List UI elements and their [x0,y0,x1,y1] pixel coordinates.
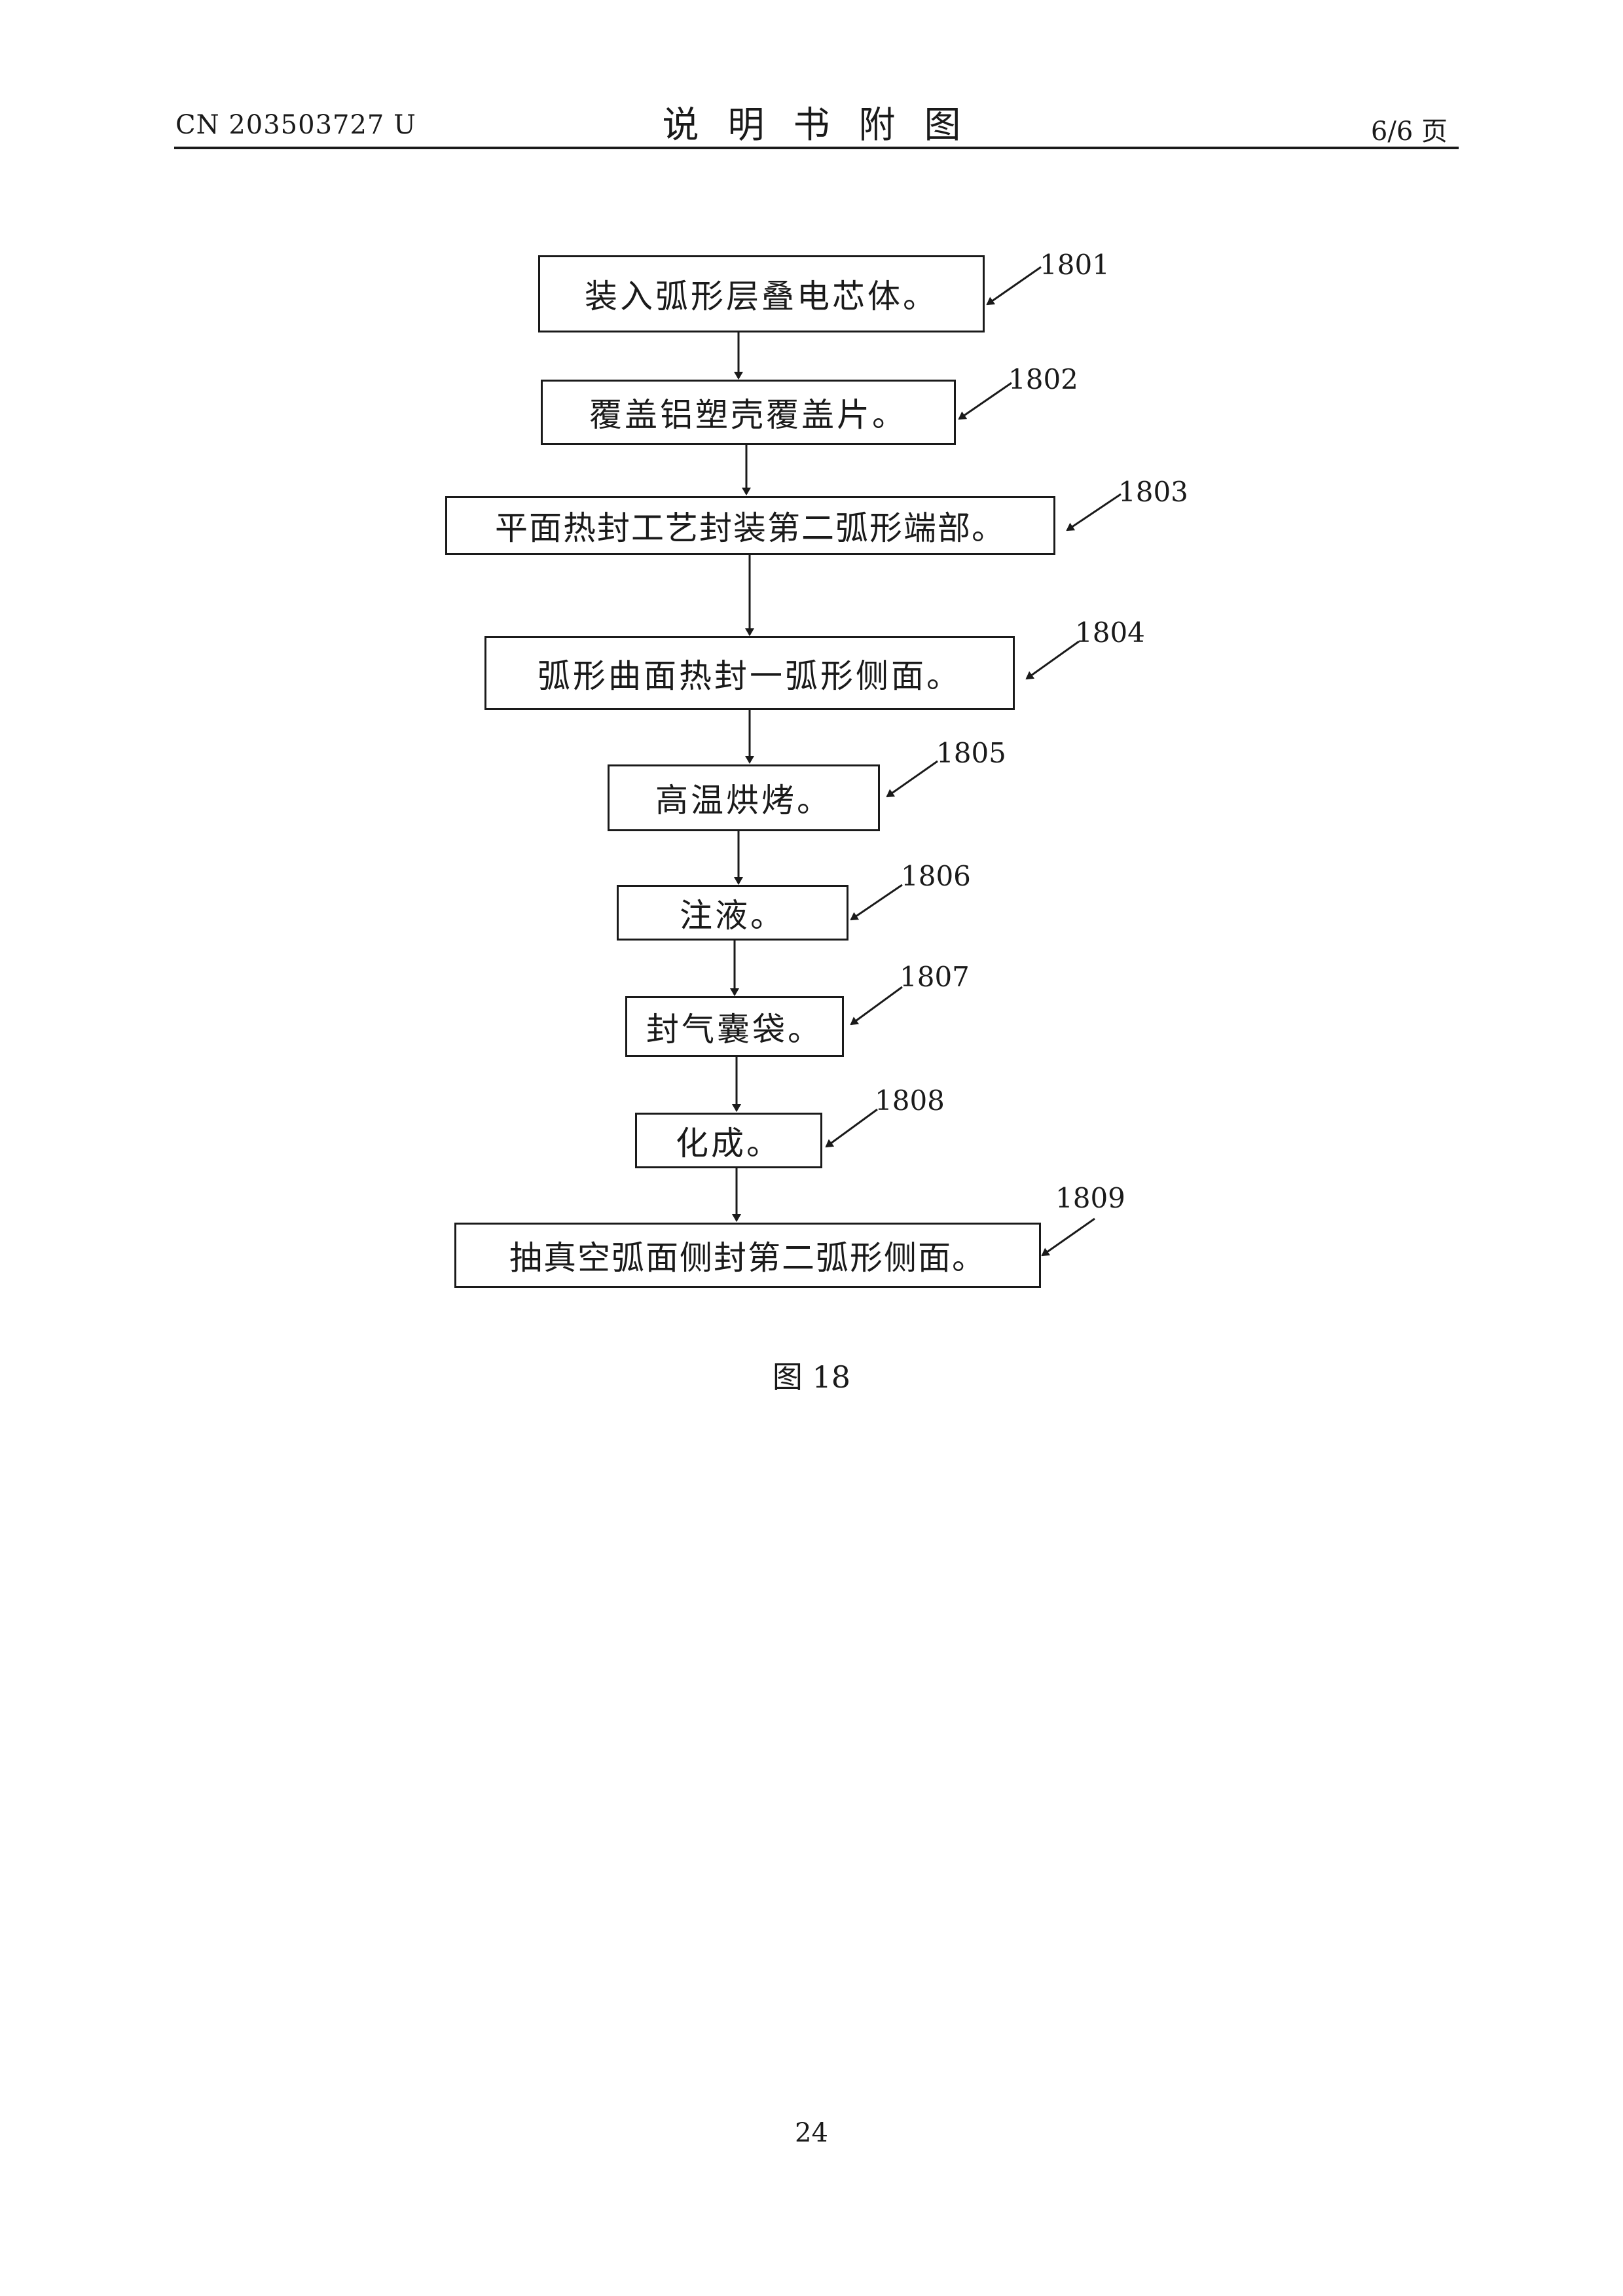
flow-step-1809: 抽真空弧面侧封第二弧形侧面。 [454,1223,1041,1288]
ref-number-1805: 1805 [936,737,1006,769]
figure-caption: 图 18 [772,1359,851,1395]
flow-step-1806: 注液。 [617,885,848,941]
patent-number: CN 203503727 U [175,110,416,140]
leader-line-1807 [850,986,903,1026]
flow-step-1807: 封气囊袋。 [625,996,844,1057]
flow-step-1802: 覆盖铝塑壳覆盖片。 [541,380,956,445]
ref-number-1807: 1807 [900,961,970,993]
header-title: 说明书附图 [662,104,990,147]
page-number: 24 [795,2118,828,2148]
leader-line-1808 [825,1108,878,1148]
ref-number-1806: 1806 [901,860,971,892]
leader-line-1809 [1041,1217,1095,1257]
flow-step-1801: 装入弧形层叠电芯体。 [538,255,985,332]
flow-step-1803: 平面热封工艺封装第二弧形端部。 [445,496,1055,555]
leader-line-1801 [986,266,1042,306]
ref-number-1803: 1803 [1118,476,1188,508]
ref-number-1808: 1808 [875,1085,945,1117]
ref-number-1809: 1809 [1055,1182,1125,1214]
header-divider [174,147,1459,149]
flow-step-1805: 高温烘烤。 [608,764,880,831]
ref-number-1804: 1804 [1075,617,1145,649]
page-of-indicator: 6/6 页 [1370,117,1448,147]
leader-line-1803 [1066,493,1122,531]
ref-number-1802: 1802 [1008,363,1078,395]
leader-line-1806 [850,884,903,921]
ref-number-1801: 1801 [1040,249,1110,281]
leader-line-1802 [958,382,1012,420]
flow-step-1804: 弧形曲面热封一弧形侧面。 [484,636,1015,710]
leader-line-1804 [1025,640,1080,680]
leader-line-1805 [886,760,938,798]
flow-step-1808: 化成。 [635,1113,822,1168]
